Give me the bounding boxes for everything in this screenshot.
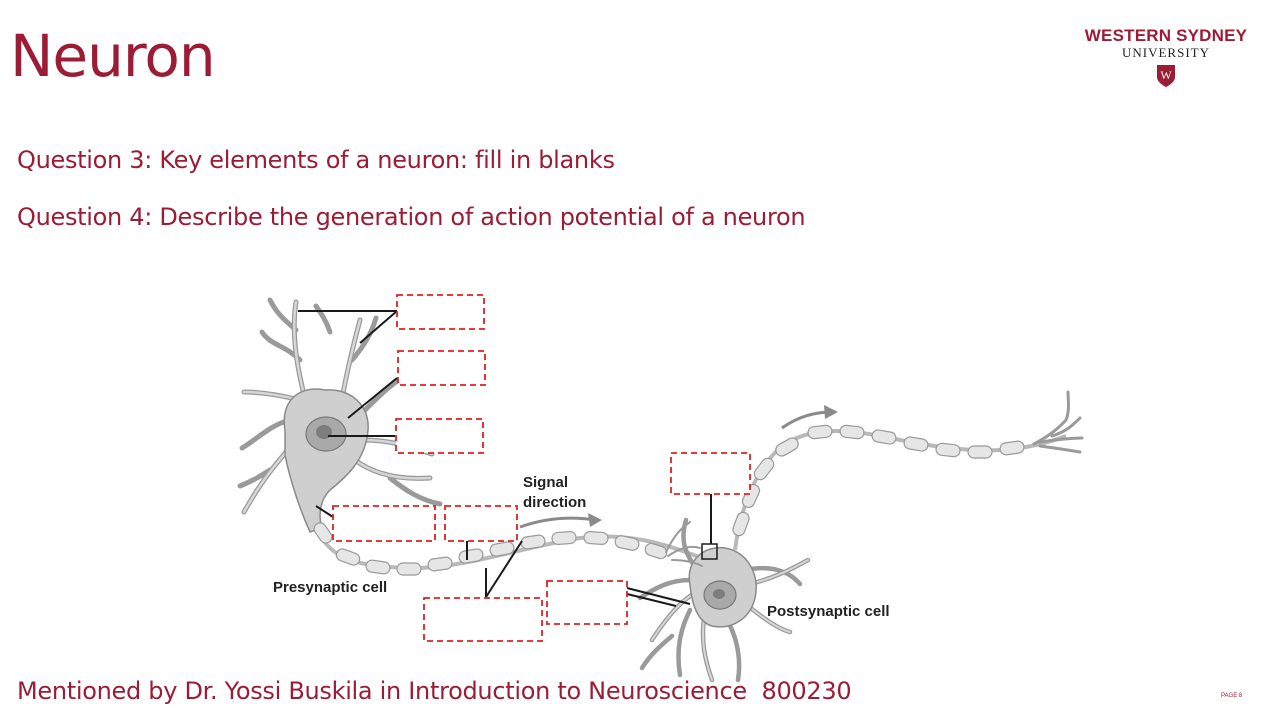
logo-emblem-letter: W <box>1160 68 1172 82</box>
axon-terminals <box>1032 390 1084 454</box>
signal-direction-label-line1: Signal <box>523 474 568 491</box>
blank-box-6[interactable] <box>423 597 543 642</box>
shield-icon: W <box>1157 65 1175 87</box>
slide-title: Neuron <box>10 22 216 90</box>
question-3: Question 3: Key elements of a neuron: fi… <box>17 146 615 174</box>
logo-line-1: WESTERN SYDNEY <box>1084 26 1248 45</box>
blank-box-1[interactable] <box>396 294 485 330</box>
blank-box-7[interactable] <box>546 580 628 625</box>
signal-direction-label-line2: direction <box>523 494 586 511</box>
presynaptic-myelin-sheath <box>313 522 668 576</box>
postsynaptic-nucleolus <box>713 589 725 599</box>
postsynaptic-cell-label: Postsynaptic cell <box>767 603 890 620</box>
synaptic-terminals <box>665 521 703 567</box>
signal-direction-arrow <box>519 516 597 529</box>
blank-box-5[interactable] <box>444 505 518 542</box>
signal-direction-arrowhead <box>588 513 602 527</box>
presynaptic-cell-label: Presynaptic cell <box>273 579 387 596</box>
presynaptic-cell-body <box>283 388 369 533</box>
leader-lines <box>298 310 712 607</box>
postsynaptic-myelin-sheath <box>732 424 1025 537</box>
slide-footer: Mentioned by Dr. Yossi Buskila in Introd… <box>17 677 852 705</box>
blank-box-3[interactable] <box>395 418 484 454</box>
question-4: Question 4: Describe the generation of a… <box>17 203 806 231</box>
university-logo: WESTERN SYDNEY UNIVERSITY W <box>1082 26 1250 88</box>
blank-box-2[interactable] <box>397 350 486 386</box>
blank-box-4[interactable] <box>332 505 436 542</box>
upper-signal-arrowhead <box>824 405 838 419</box>
neuron-diagram: Signal direction Presynaptic cell Postsy… <box>237 294 1084 683</box>
blank-box-8[interactable] <box>670 452 751 495</box>
synapse-highlight-box <box>701 543 718 560</box>
logo-line-2: UNIVERSITY <box>1122 45 1210 60</box>
page-number: PAGE 8 <box>1221 693 1243 699</box>
